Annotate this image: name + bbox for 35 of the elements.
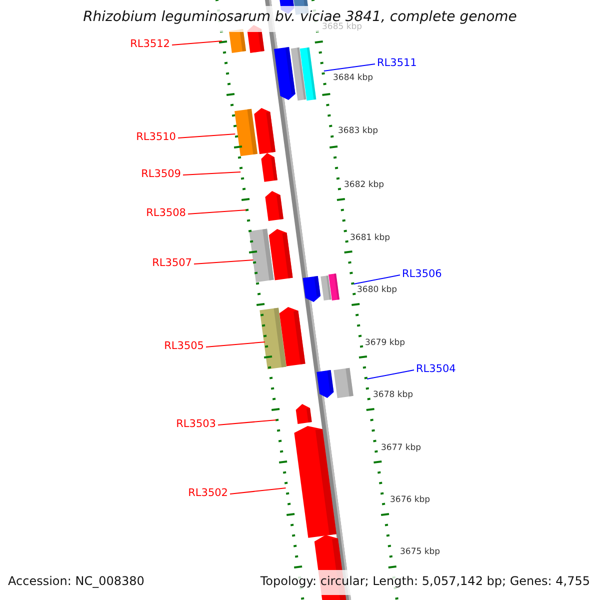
position-label: 3680 kbp — [357, 285, 398, 296]
genome-summary-text: Topology: circular; Length: 5,057,142 bp; Genes: 4,755 — [260, 574, 590, 589]
position-label: 3676 kbp — [390, 495, 430, 506]
position-label: 3685 kbp — [322, 22, 362, 33]
gene-label: RL3509 — [141, 168, 181, 181]
position-label: 3675 kbp — [400, 547, 440, 558]
gene-label: RL3506 — [402, 268, 442, 281]
position-label: 3683 kbp — [338, 126, 378, 137]
leader-line — [178, 134, 236, 138]
leader-line — [323, 64, 376, 72]
gene-label: RL3507 — [152, 257, 192, 270]
gene-label: RL3512 — [130, 38, 170, 51]
leader-line — [182, 172, 242, 176]
position-label: 3681 kbp — [350, 233, 390, 244]
leader-line — [230, 488, 286, 494]
leader-line — [353, 274, 400, 284]
position-label: 3679 kbp — [365, 338, 406, 349]
leader-line — [172, 40, 222, 46]
gene-label: RL3511 — [377, 57, 417, 70]
position-label: 3677 kbp — [381, 443, 422, 454]
gene-label: RL3503 — [176, 418, 216, 431]
leader-line — [218, 420, 277, 426]
gene-label: RL3505 — [164, 340, 204, 353]
leader-line — [206, 342, 266, 348]
leader-line — [188, 210, 247, 214]
accession-text: Accession: NC_008380 — [8, 574, 144, 589]
leader-line — [366, 370, 414, 380]
leader-line — [194, 260, 254, 264]
gene-label: RL3508 — [146, 207, 186, 220]
position-label: 3678 kbp — [373, 390, 414, 401]
position-label: 3682 kbp — [344, 180, 384, 191]
gene-label: RL3504 — [416, 363, 456, 376]
gene-label: RL3502 — [188, 487, 228, 500]
gene-label: RL3510 — [136, 131, 176, 144]
position-label: 3684 kbp — [333, 73, 374, 84]
